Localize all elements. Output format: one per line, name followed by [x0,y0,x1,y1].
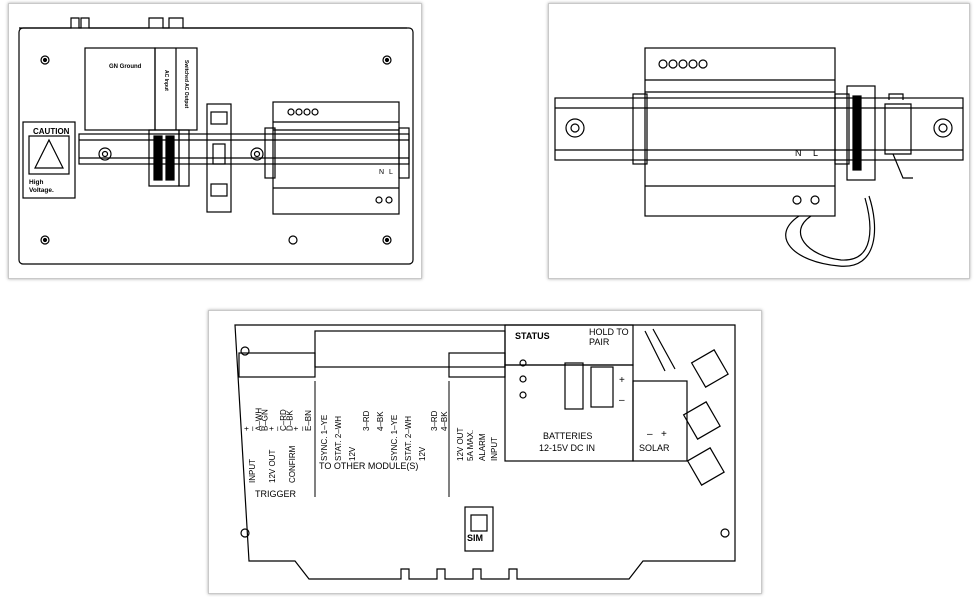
rd3b-label: 3–RD [430,410,439,431]
gn-ground-label: GN Ground [109,64,142,70]
hold-to-label-1: HOLD TO [589,327,629,337]
trigger-label: TRIGGER [255,489,297,499]
status-label: STATUS [515,331,550,341]
alarm-label: ALARM [478,433,487,461]
left-terminal-label: – [248,426,257,431]
stat2-label: STAT. 2–WH [334,416,343,461]
high-voltage-label-2: Voltage. [29,187,54,194]
solar-plus-label: + [661,429,667,440]
v12b-label: 12V [418,446,427,461]
power-supply-diagram: N L [554,47,964,267]
panel-power-supply-closeup: N L [548,3,970,279]
left-terminal-label: + [267,426,276,431]
left-terminal-labels: +–A–WHB–GN+–C–RDD–BK+–E–BN [242,408,313,431]
out-5a-label: 5A MAX. [466,430,475,461]
rd3-label: 3–RD [362,410,371,431]
solar-minus-label: – [647,429,653,440]
input-label: INPUT [248,459,257,483]
sync1b-label: SYNC. 1–YE [390,415,399,461]
battery-plus-label: + [619,375,625,386]
alarm-input-label: INPUT [490,437,499,461]
psu-l-label: L [389,169,393,176]
hold-to-label-2: PAIR [589,337,610,347]
battery-minus-label: – [619,395,625,406]
psu-n-label: N [379,169,384,176]
batteries-label: BATTERIES [543,431,592,441]
controller-board-diagram: STATUS HOLD TO PAIR BATTERIES 12-15V DC … [234,324,736,580]
caution-label: CAUTION [33,127,70,136]
panel-enclosure-din-rail: CAUTION High Voltage. GN Ground AC Input… [8,3,422,279]
ac-input-label: AC Input [163,70,169,91]
v12-label: 12V [348,446,357,461]
batteries-spec-label: 12-15V DC IN [539,443,595,453]
left-terminal-label: D–BK [285,409,294,431]
enclosure-diagram: CAUTION High Voltage. GN Ground AC Input… [18,17,414,265]
confirm-label: CONFIRM [288,445,297,483]
output-12v-label: 12V OUT [268,450,277,483]
psu-l-label: L [813,148,818,158]
panel-controller-board: STATUS HOLD TO PAIR BATTERIES 12-15V DC … [208,310,762,594]
out-12v-label: 12V OUT [456,428,465,461]
left-terminal-label: B–GN [261,409,270,431]
to-other-modules-label: TO OTHER MODULE(S) [319,461,418,471]
bk4b-label: 4–BK [440,411,449,431]
bk4-label: 4–BK [376,411,385,431]
high-voltage-label-1: High [29,179,43,186]
left-terminal-label: – [273,426,282,431]
left-terminal-label: + [292,426,301,431]
sim-label: SIM [467,533,483,543]
psu-n-label: N [795,148,802,158]
left-terminal-label: – [298,426,307,431]
solar-label: SOLAR [639,443,670,453]
left-terminal-label: A–WH [254,408,263,431]
left-terminal-label: E–BN [304,410,313,431]
left-terminal-label: C–RD [279,409,288,431]
switched-ac-output-label: Switched AC Output [183,60,189,108]
left-terminal-label: + [242,426,251,431]
stat2b-label: STAT. 2–WH [404,416,413,461]
sync1-label: SYNC. 1–YE [320,415,329,461]
